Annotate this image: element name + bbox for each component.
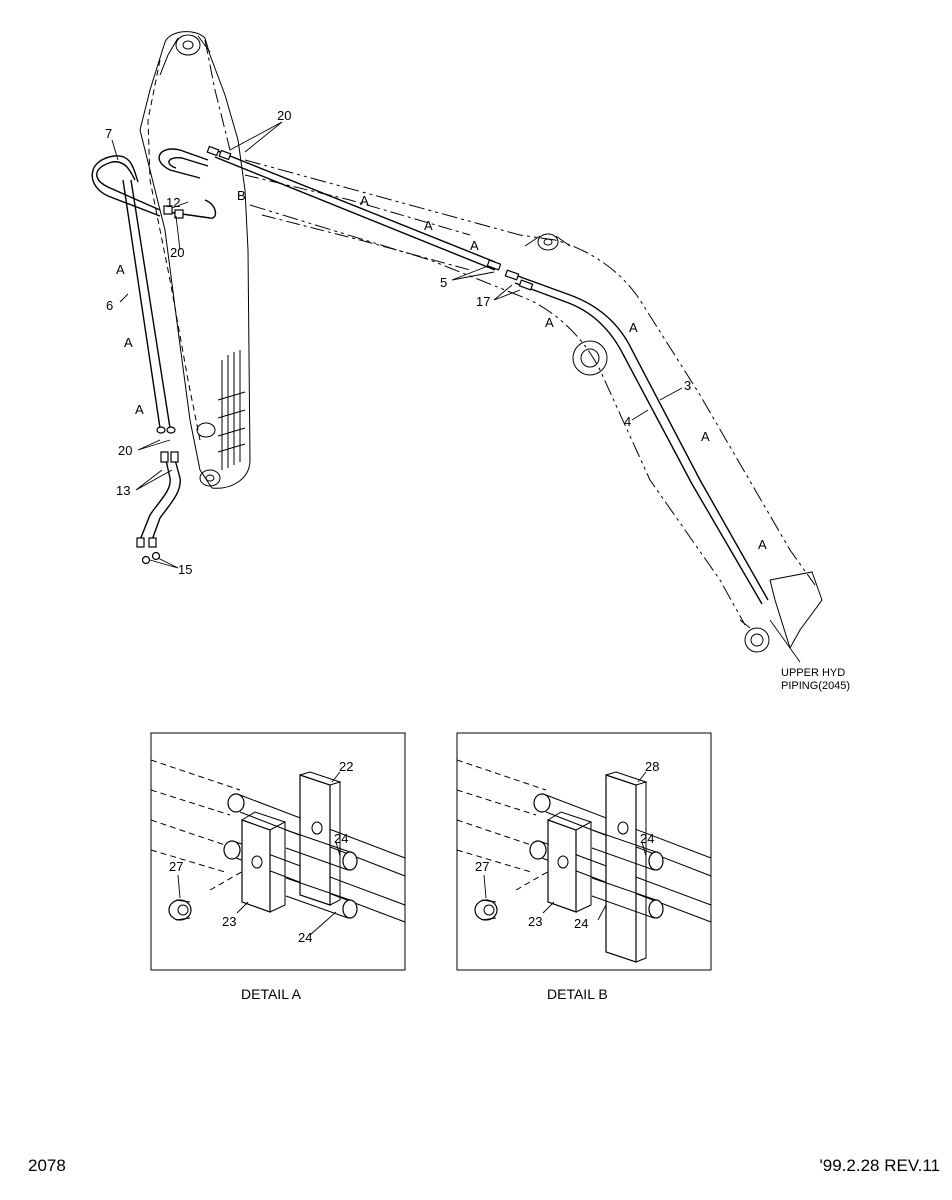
detail-b-label-27: 27 (475, 859, 489, 874)
detail-a-panel: 22 24 24 27 23 (150, 732, 406, 971)
label-17: 17 (476, 294, 490, 309)
detail-b-label-28: 28 (645, 759, 659, 774)
section-a-marker: A (545, 315, 554, 330)
label-20-low: 20 (118, 443, 132, 458)
label-7: 7 (105, 126, 112, 141)
section-a-marker: A (701, 429, 710, 444)
label-3: 3 (684, 378, 691, 393)
revision-date: '99.2.28 REV.11 (819, 1156, 940, 1175)
section-a-marker: A (360, 193, 369, 208)
detail-a-label-24-lower: 24 (298, 930, 312, 945)
detail-b-label-23: 23 (528, 914, 542, 929)
label-15: 15 (178, 562, 192, 577)
detail-b-caption: DETAIL B (547, 986, 608, 1002)
main-part-labels: 20 7 12 20 6 20 13 15 5 17 3 4 B A A A A… (105, 108, 850, 692)
section-a-marker: A (758, 537, 767, 552)
label-20-mid: 20 (170, 245, 184, 260)
detail-a-label-27: 27 (169, 859, 183, 874)
detail-a-caption: DETAIL A (241, 986, 302, 1002)
boom-structure (244, 159, 823, 653)
arm-structure (139, 31, 251, 489)
detail-b-label-24-lower: 24 (574, 916, 588, 931)
detail-a-label-23: 23 (222, 914, 236, 929)
page-number: 2078 (28, 1156, 66, 1175)
hydraulic-pipes (91, 145, 769, 605)
section-a-marker: A (424, 218, 433, 233)
label-4: 4 (624, 414, 631, 429)
label-6: 6 (106, 298, 113, 313)
note-upper-hyd-line2: PIPING(2045) (781, 680, 850, 692)
detail-a-label-22: 22 (339, 759, 353, 774)
label-5: 5 (440, 275, 447, 290)
note-upper-hyd-line1: UPPER HYD (781, 667, 845, 679)
section-a-marker: A (470, 238, 479, 253)
leader-lines (111, 121, 801, 663)
label-13: 13 (116, 483, 130, 498)
detail-b-panel: 28 24 24 27 23 (456, 732, 712, 971)
label-20-top: 20 (277, 108, 291, 123)
section-a-marker: A (629, 320, 638, 335)
section-a-marker: A (135, 402, 144, 417)
section-a-marker: A (116, 262, 125, 277)
detail-b-label-24-upper: 24 (640, 831, 654, 846)
section-b-marker: B (237, 188, 246, 203)
label-12: 12 (166, 195, 180, 210)
detail-a-label-24-upper: 24 (334, 831, 348, 846)
section-a-marker: A (124, 335, 133, 350)
